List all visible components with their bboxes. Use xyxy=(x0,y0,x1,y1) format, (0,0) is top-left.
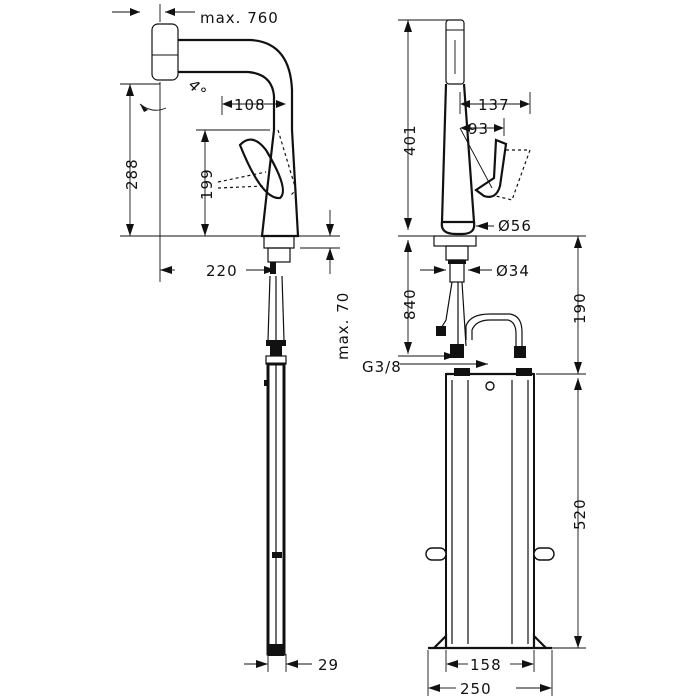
height-199-label: 199 xyxy=(198,168,216,200)
dia-56-label: Ø56 xyxy=(498,217,532,235)
front-view: 401 137 93 Ø56 Ø34 840 xyxy=(362,19,589,698)
base-220-label: 220 xyxy=(206,262,238,280)
hose-29-label: 29 xyxy=(318,656,339,674)
height-288-label: 288 xyxy=(123,158,141,190)
height-520-label: 520 xyxy=(571,498,589,530)
max-70-label: max. 70 xyxy=(334,292,352,360)
width-250-label: 250 xyxy=(460,680,492,698)
angle-label: 4° xyxy=(184,76,210,102)
side-view: max. 760 4° 108 288 xyxy=(112,4,352,674)
width-158-label: 158 xyxy=(470,656,502,674)
width-93-label: 93 xyxy=(468,120,489,138)
thread-label: G3/8 xyxy=(362,358,402,376)
height-401-label: 401 xyxy=(401,124,419,156)
length-840-label: 840 xyxy=(401,288,419,320)
dia-34-label: Ø34 xyxy=(496,262,530,280)
spout-108-label: 108 xyxy=(234,96,266,114)
height-190-label: 190 xyxy=(571,292,589,324)
max-reach-label: max. 760 xyxy=(200,9,279,27)
width-137-label: 137 xyxy=(478,96,510,114)
